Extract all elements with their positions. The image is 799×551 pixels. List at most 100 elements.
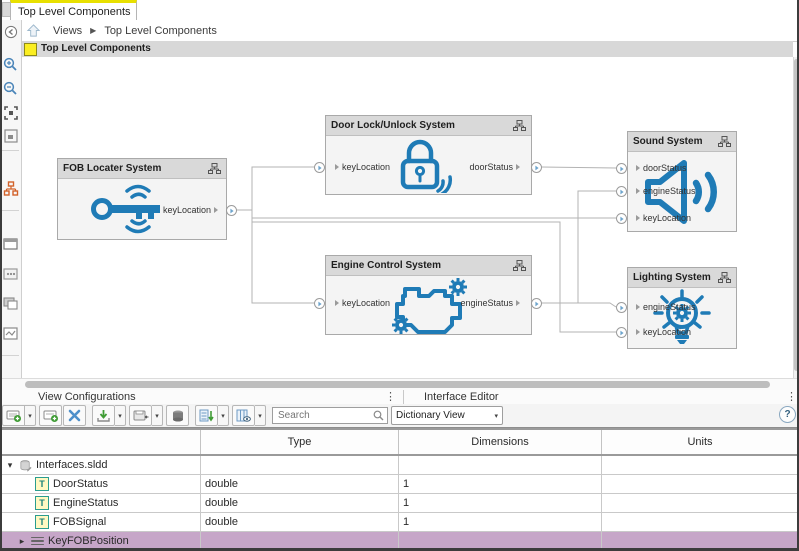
input-port-enginestatus[interactable] (616, 186, 627, 197)
cell-type[interactable]: double (200, 512, 399, 532)
block-body (326, 136, 531, 194)
tab-label: Top Level Components (18, 5, 131, 18)
panel-overlay-button[interactable] (2, 295, 19, 312)
expander-icon[interactable]: ▾ (7, 459, 13, 470)
help-button[interactable]: ? (779, 406, 796, 423)
port-arrow-icon (516, 300, 520, 306)
breadcrumb-root[interactable]: Views (53, 24, 83, 37)
hierarchy-badge-icon[interactable] (718, 136, 731, 147)
zoom-in-button[interactable] (2, 56, 19, 73)
save-button[interactable] (129, 405, 152, 426)
cell-type[interactable]: double (200, 493, 399, 513)
show-columns-button[interactable] (232, 405, 255, 426)
fit-to-view-button[interactable] (2, 104, 19, 121)
cell-units[interactable] (601, 512, 799, 532)
output-port-keylocation[interactable] (226, 205, 237, 216)
component-lighting-system[interactable]: Lighting System (627, 267, 737, 349)
input-port-keylocation[interactable] (314, 162, 325, 173)
table-row-doorstatus[interactable]: T DoorStatus double 1 (0, 474, 799, 494)
output-port-doorstatus[interactable] (531, 162, 542, 173)
port-label-in: engineStatus (636, 185, 696, 197)
cell-type[interactable] (200, 531, 399, 551)
panel-preview-icon (3, 237, 18, 250)
navigate-up-icon[interactable] (26, 23, 41, 38)
column-header-type[interactable]: Type (200, 428, 399, 456)
cell-dimensions[interactable]: 1 (398, 474, 602, 494)
hierarchy-badge-icon[interactable] (208, 163, 221, 174)
table-row-keyfobposition[interactable]: ▸ KeyFOBPosition (0, 531, 799, 551)
add-element-button[interactable] (39, 405, 62, 426)
import-icon (97, 409, 110, 422)
save-dropdown[interactable]: ▾ (152, 405, 163, 426)
cell-units[interactable] (601, 474, 799, 494)
column-header-dimensions[interactable]: Dimensions (398, 428, 602, 456)
component-fob-locater-system[interactable]: FOB Locater System (57, 158, 227, 240)
cell-type[interactable]: double (200, 474, 399, 494)
column-header-name[interactable] (0, 428, 201, 456)
tab-top-level-components[interactable]: Top Level Components (10, 0, 137, 20)
hierarchy-badge-icon[interactable] (718, 272, 731, 283)
search-box[interactable] (272, 407, 388, 424)
view-title: Top Level Components (41, 43, 151, 54)
panel-dots-button[interactable] (2, 265, 19, 282)
add-interface-button[interactable] (2, 405, 25, 426)
open-dictionary-button[interactable] (166, 405, 189, 426)
zoom-out-button[interactable] (2, 80, 19, 97)
component-sound-system[interactable]: Sound System (627, 131, 737, 232)
cell-dimensions[interactable]: 1 (398, 493, 602, 513)
port-arrow-icon (619, 189, 624, 194)
delete-button[interactable] (63, 405, 86, 426)
cell-dimensions[interactable]: 1 (398, 512, 602, 532)
block-title: FOB Locater System (63, 163, 162, 174)
zoom-to-selection-button[interactable] (2, 127, 19, 144)
table-row-enginestatus[interactable]: T EngineStatus double 1 (0, 493, 799, 513)
component-engine-control-system[interactable]: Engine Control System (325, 255, 532, 335)
sort-icon (199, 409, 214, 421)
vertical-scrollbar[interactable] (793, 57, 799, 378)
breadcrumb: Views ▶ Top Level Components (22, 20, 799, 42)
block-title: Engine Control System (331, 260, 442, 271)
cell-type[interactable] (200, 454, 399, 475)
panel-diagram-button[interactable] (2, 325, 19, 342)
padlock-wireless-icon (400, 139, 452, 193)
add-interface-icon (6, 410, 21, 422)
speaker-icon (645, 159, 717, 224)
sort-dropdown[interactable]: ▾ (218, 405, 229, 426)
input-port-keylocation[interactable] (616, 213, 627, 224)
hierarchy-badge-icon[interactable] (513, 260, 526, 271)
block-body (58, 179, 226, 239)
add-interface-dropdown[interactable]: ▾ (25, 405, 36, 426)
import-button[interactable] (92, 405, 115, 426)
show-columns-dropdown[interactable]: ▾ (255, 405, 266, 426)
dictionary-view-select[interactable]: Dictionary View ▾ (391, 406, 503, 425)
diagram-canvas[interactable]: FOB Locater System (22, 57, 793, 378)
output-port-enginestatus[interactable] (531, 298, 542, 309)
component-hierarchy-button[interactable] (2, 180, 19, 197)
input-port-keylocation[interactable] (616, 327, 627, 338)
vertical-scrollbar-thumb[interactable] (794, 59, 799, 371)
table-row-interfaces-sldd[interactable]: ▾ Interfaces.sldd (0, 454, 799, 475)
input-port-keylocation[interactable] (314, 298, 325, 309)
column-header-units[interactable]: Units (601, 428, 799, 456)
sort-button[interactable] (195, 405, 218, 426)
search-input[interactable] (276, 409, 373, 422)
breadcrumb-current[interactable]: Top Level Components (104, 24, 217, 37)
import-dropdown[interactable]: ▾ (115, 405, 126, 426)
cell-units[interactable] (601, 454, 799, 475)
cell-dimensions[interactable] (398, 454, 602, 475)
panel-preview-button[interactable] (2, 235, 19, 252)
input-port-enginestatus[interactable] (616, 302, 627, 313)
input-port-doorstatus[interactable] (616, 163, 627, 174)
cell-units[interactable] (601, 493, 799, 513)
collapse-panel-button[interactable] (2, 23, 19, 40)
horizontal-scrollbar-thumb[interactable] (25, 381, 770, 388)
expander-icon[interactable]: ▸ (19, 535, 25, 546)
hierarchy-badge-icon[interactable] (513, 120, 526, 131)
window-border-right (797, 0, 799, 551)
interface-editor-menu-icon[interactable]: ⋮ (786, 391, 797, 403)
component-door-lock-system[interactable]: Door Lock/Unlock System (325, 115, 532, 195)
cell-units[interactable] (601, 531, 799, 551)
table-row-fobsignal[interactable]: T FOBSignal double 1 (0, 512, 799, 532)
cell-dimensions[interactable] (398, 531, 602, 551)
view-configurations-menu-icon[interactable]: ⋮ (385, 391, 396, 403)
